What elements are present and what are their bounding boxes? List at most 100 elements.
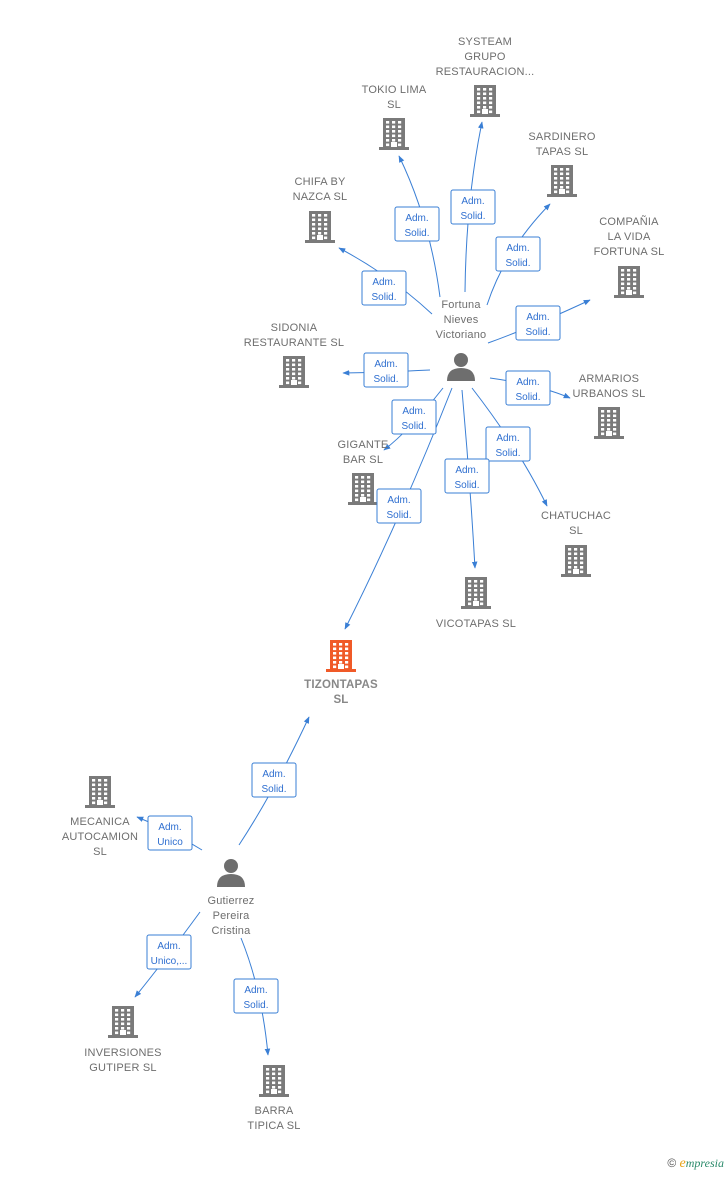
- edge-label-fortuna-systeam[interactable]: Adm.Solid.: [450, 189, 496, 225]
- edge-label-text: Solid.: [373, 374, 398, 385]
- edge-label-fortuna-sardinero[interactable]: Adm.Solid.: [495, 236, 541, 272]
- node-label: SL: [93, 846, 107, 858]
- node-tokio[interactable]: TOKIO LIMA SL: [362, 84, 427, 150]
- node-label: TOKIO LIMA: [362, 84, 427, 96]
- edge-label-box: [147, 815, 193, 851]
- edge-label-text: Adm.: [526, 312, 549, 323]
- edge-label-box: [233, 978, 279, 1014]
- edge-label-text: Solid.: [525, 327, 550, 338]
- edge-label-box: [363, 352, 409, 388]
- edge-label-box: [515, 305, 561, 341]
- building-icon: [470, 85, 500, 117]
- building-icon: [461, 577, 491, 609]
- node-label: SL: [387, 99, 401, 111]
- edge-label-box: [361, 270, 407, 306]
- node-label: COMPAÑIA: [599, 215, 659, 228]
- edge-label-gutierrez-tizontapas[interactable]: Adm.Solid.: [251, 762, 297, 798]
- edge-label-text: Adm.: [372, 277, 395, 288]
- edge-label-fortuna-compania[interactable]: Adm. Solid.: [515, 305, 561, 341]
- edge-label-fortuna-gigante[interactable]: Adm. Solid.: [391, 399, 437, 435]
- node-mecanica[interactable]: MECANICA AUTOCAMION SL: [62, 776, 138, 858]
- node-label: GUTIPER SL: [89, 1062, 156, 1074]
- node-label: SL: [569, 525, 583, 537]
- node-label: RESTAURANTE SL: [244, 337, 344, 349]
- building-icon: [305, 211, 335, 243]
- edge-label-fortuna-chatuchac[interactable]: Adm. Solid.: [485, 426, 531, 462]
- edge-label-text: Solid.: [386, 510, 411, 521]
- edge-label-text: Adm.: [402, 406, 425, 417]
- edge-label-box: [251, 762, 297, 798]
- node-label: VICOTAPAS SL: [436, 618, 516, 630]
- node-label: Victoriano: [436, 329, 487, 341]
- node-label: Cristina: [212, 925, 252, 937]
- edge-label-box: [450, 189, 496, 225]
- edge-label-text: Adm.: [244, 985, 267, 996]
- edge-label-text: Solid.: [495, 448, 520, 459]
- node-label: CHATUCHAC: [541, 510, 611, 522]
- node-label: SYSTEAM: [458, 36, 512, 48]
- building-icon: [279, 356, 309, 388]
- edge-label-gutierrez-barra[interactable]: Adm.Solid.: [233, 978, 279, 1014]
- edge-label-fortuna-chifa[interactable]: Adm.Solid.: [361, 270, 407, 306]
- edge-label-text: Unico: [157, 837, 183, 848]
- node-label: AUTOCAMION: [62, 831, 138, 843]
- building-icon: [561, 545, 591, 577]
- person-icon: [447, 353, 475, 381]
- edge-label-gutierrez-inversiones[interactable]: Adm.Unico,...: [146, 934, 192, 970]
- node-label: BARRA: [255, 1105, 294, 1117]
- node-barra[interactable]: BARRA TIPICA SL: [247, 1065, 300, 1132]
- node-chatuchac[interactable]: CHATUCHAC SL: [541, 510, 611, 577]
- edge-label-text: Solid.: [454, 480, 479, 491]
- node-label: MECANICA: [70, 816, 130, 828]
- node-label: Fortuna: [441, 299, 481, 311]
- node-armarios[interactable]: ARMARIOS URBANOS SL: [573, 373, 646, 439]
- node-label: LA VIDA: [608, 231, 651, 243]
- node-label: FORTUNA SL: [594, 246, 665, 258]
- node-label: TIPICA SL: [247, 1120, 300, 1132]
- edge-label-fortuna-vicotapas[interactable]: Adm. Solid.: [444, 458, 490, 494]
- person-icon: [217, 859, 245, 887]
- edge-label-text: Adm.: [496, 433, 519, 444]
- node-label: TIZONTAPAS: [304, 679, 378, 691]
- edge-label-fortuna-sidonia[interactable]: Adm. Solid.: [363, 352, 409, 388]
- node-label: SIDONIA: [271, 322, 318, 334]
- edge-label-gutierrez-mecanica[interactable]: Adm. Unico: [147, 815, 193, 851]
- edge-label-text: Solid.: [460, 211, 485, 222]
- node-label: GIGANTE: [338, 439, 389, 451]
- node-systeam[interactable]: SYSTEAMGRUPORESTAURACION...: [436, 36, 535, 117]
- node-label: RESTAURACION...: [436, 66, 535, 78]
- edge-label-text: Solid.: [401, 421, 426, 432]
- building-icon: [108, 1006, 138, 1038]
- node-label: URBANOS SL: [573, 388, 646, 400]
- node-vicotapas[interactable]: VICOTAPAS SL: [436, 577, 516, 630]
- building-icon: [348, 473, 378, 505]
- node-label: ARMARIOS: [579, 373, 639, 385]
- edge-label-box: [485, 426, 531, 462]
- edge-label-box: [444, 458, 490, 494]
- edge-label-text: Adm.: [157, 941, 180, 952]
- edge-label-box: [146, 934, 192, 970]
- edge-label-fortuna-tizontapas[interactable]: Adm. Solid.: [376, 488, 422, 524]
- node-compania[interactable]: COMPAÑIA LA VIDA FORTUNA SL: [594, 215, 665, 298]
- building-icon: [326, 640, 356, 672]
- node-label: Pereira: [213, 910, 251, 922]
- edge-label-fortuna-tokio[interactable]: Adm.Solid.: [394, 206, 440, 242]
- edge-label-box: [505, 370, 551, 406]
- edge-label-text: Adm.: [158, 822, 181, 833]
- edge-label-text: Adm.: [455, 465, 478, 476]
- node-sidonia[interactable]: SIDONIA RESTAURANTE SL: [244, 322, 344, 388]
- edge-label-text: Adm.: [262, 769, 285, 780]
- edge-label-text: Adm.: [387, 495, 410, 506]
- empresia-logo[interactable]: empresia: [679, 1156, 724, 1171]
- edge-label-box: [495, 236, 541, 272]
- edge-label-box: [394, 206, 440, 242]
- edge-label-fortuna-armarios[interactable]: Adm.Solid.: [505, 370, 551, 406]
- edge-label-text: Adm.: [374, 359, 397, 370]
